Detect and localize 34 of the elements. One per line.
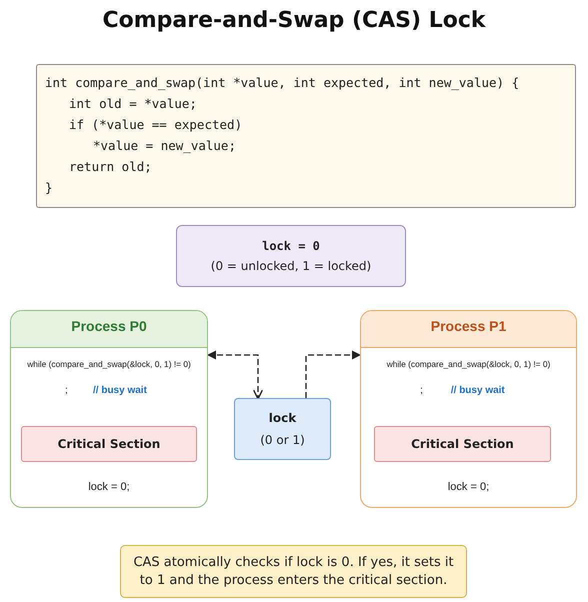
code-line: }: [45, 180, 53, 195]
diagram-title: Compare-and-Swap (CAS) Lock: [101, 8, 487, 33]
code-line: while (compare_and_swap(&lock, 0, 1) != 0): [386, 359, 552, 369]
code-line: ;: [65, 385, 68, 396]
code-comment: // busy wait: [93, 385, 147, 396]
process-panel: [10, 310, 208, 508]
connector-arrow: [305, 350, 361, 398]
note-box: [120, 545, 467, 598]
code-line: lock = 0;: [87, 481, 131, 493]
lock-box: [234, 398, 331, 460]
state-box: [176, 225, 406, 287]
code-box: [36, 64, 576, 208]
panel-title: Process P1: [430, 318, 508, 334]
box-subtitle: (0 = unlocked, 1 = locked): [210, 259, 372, 273]
box-title: lock = 0: [262, 239, 320, 253]
critical-section-box: [21, 426, 197, 462]
code-line: int compare_and_swap(int *value, int expected, int new_value) {: [45, 75, 520, 90]
code-comment: // busy wait: [450, 385, 505, 396]
code-line: while (compare_and_swap(&lock, 0, 1) != 0): [26, 359, 192, 369]
critical-section-box: [374, 426, 551, 462]
box-title: Critical Section: [58, 437, 160, 451]
box-title: Critical Section: [411, 437, 514, 451]
code-line: *value = new_value;: [93, 138, 236, 153]
code-line: return old;: [69, 159, 152, 174]
connector-arrow: [207, 350, 264, 400]
code-line: lock = 0;: [446, 481, 490, 493]
box-subtitle: (0 or 1): [260, 433, 305, 447]
process-panel: [360, 310, 577, 508]
code-line: ;: [420, 385, 423, 396]
panel-title: Process P0: [70, 318, 148, 334]
code-line: int old = *value;: [69, 96, 197, 111]
box-title: lock: [268, 411, 296, 425]
note-text: CAS atomically checks if lock is 0. If yes, it sets it to 1 and the process enters the critical section.: [132, 554, 455, 590]
code-line: if (*value == expected): [69, 117, 242, 132]
